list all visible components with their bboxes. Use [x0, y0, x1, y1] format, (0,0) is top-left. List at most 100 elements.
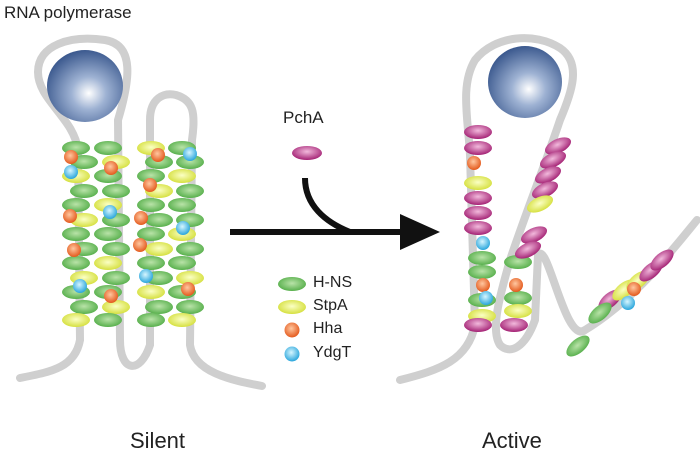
- legend-hns-symbol: [278, 277, 306, 291]
- pcha-label: PchA: [283, 108, 324, 127]
- pcha-bound: [514, 241, 542, 259]
- ydgt-protein: [139, 269, 153, 283]
- hns-protein: [102, 242, 130, 256]
- hns-protein: [62, 256, 90, 270]
- legend-stpa-label: StpA: [313, 297, 348, 314]
- ydgt-protein: [176, 221, 190, 235]
- pcha-bound: [464, 318, 492, 332]
- pcha-bound: [534, 166, 562, 184]
- ydgt-protein: [64, 165, 78, 179]
- pcha-bound: [500, 318, 528, 332]
- ydgt-protein: [479, 291, 493, 305]
- stpa-protein: [102, 300, 130, 314]
- hha-protein: [627, 282, 641, 296]
- legend-hha-label: Hha: [313, 320, 343, 337]
- stpa-protein: [62, 313, 90, 327]
- hns-protein: [62, 227, 90, 241]
- hns-protein: [468, 265, 496, 279]
- legend-symbols: [278, 277, 306, 362]
- hns-protein: [137, 256, 165, 270]
- stpa-protein: [526, 195, 554, 213]
- pcha-bound: [464, 141, 492, 155]
- stpa-protein: [168, 169, 196, 183]
- hns-protein: [168, 198, 196, 212]
- hns-protein: [102, 271, 130, 285]
- hha-protein: [67, 243, 81, 257]
- pcha-bound: [464, 125, 492, 139]
- hha-protein: [151, 148, 165, 162]
- rna-polymerase-label: RNA polymerase: [4, 3, 132, 22]
- stpa-protein: [176, 271, 204, 285]
- hns-protein: [566, 335, 590, 357]
- hns-protein: [70, 300, 98, 314]
- hns-protein: [94, 313, 122, 327]
- pcha-bound: [650, 249, 674, 271]
- hns-protein: [168, 256, 196, 270]
- hha-protein: [134, 211, 148, 225]
- legend-hns-label: H-NS: [313, 274, 353, 291]
- reaction-arrow: [230, 177, 440, 250]
- ydgt-protein: [621, 296, 635, 310]
- hns-protein: [176, 300, 204, 314]
- hns-protein: [145, 213, 173, 227]
- pcha-bound: [464, 191, 492, 205]
- hha-protein: [476, 278, 490, 292]
- hha-protein: [467, 156, 481, 170]
- hns-protein: [94, 227, 122, 241]
- hns-protein: [102, 184, 130, 198]
- ydgt-protein: [103, 205, 117, 219]
- pcha-bound: [520, 226, 548, 244]
- hns-protein: [94, 141, 122, 155]
- active-label: Active: [482, 428, 542, 453]
- hns-protein: [145, 300, 173, 314]
- silent-nucleoprotein-complex: [62, 141, 204, 327]
- hha-protein: [104, 161, 118, 175]
- pcha-bound: [464, 206, 492, 220]
- stpa-protein: [504, 304, 532, 318]
- hns-protein: [137, 313, 165, 327]
- hns-protein: [176, 242, 204, 256]
- rna-polymerase-active: [488, 46, 562, 118]
- hns-protein: [137, 198, 165, 212]
- hha-protein: [64, 150, 78, 164]
- stpa-protein: [137, 285, 165, 299]
- silent-label: Silent: [130, 428, 186, 453]
- stpa-protein: [464, 176, 492, 190]
- legend-stpa-symbol: [278, 300, 306, 314]
- ydgt-protein: [183, 147, 197, 161]
- hha-protein: [181, 282, 195, 296]
- hns-protein: [137, 227, 165, 241]
- active-nucleoprotein-complex: [464, 125, 674, 357]
- hns-protein: [504, 255, 532, 269]
- pcha-bound: [544, 137, 572, 155]
- ydgt-protein: [476, 236, 490, 250]
- pcha-bound: [464, 221, 492, 235]
- stpa-protein: [70, 213, 98, 227]
- hha-protein: [143, 178, 157, 192]
- hha-protein: [133, 238, 147, 252]
- rna-polymerase-group: [47, 46, 562, 122]
- hns-protein: [176, 155, 204, 169]
- hns-protein: [176, 184, 204, 198]
- hns-protein: [70, 184, 98, 198]
- legend-ydgt-label: YdgT: [313, 344, 352, 361]
- pcha-bound: [539, 151, 567, 169]
- hns-protein: [62, 198, 90, 212]
- hha-protein: [509, 278, 523, 292]
- stpa-protein: [145, 242, 173, 256]
- hns-protein: [504, 291, 532, 305]
- hns-protein: [468, 251, 496, 265]
- hns-protein: [137, 169, 165, 183]
- stpa-protein: [168, 313, 196, 327]
- dna-strands: [16, 34, 700, 390]
- stpa-protein: [94, 256, 122, 270]
- hns-protein: [588, 302, 612, 324]
- hha-protein: [104, 289, 118, 303]
- rna-polymerase-silent: [47, 50, 123, 122]
- legend-hha-symbol: [284, 322, 300, 338]
- legend-ydgt-symbol: [284, 346, 300, 362]
- pcha-bound: [531, 181, 559, 199]
- hha-protein: [63, 209, 77, 223]
